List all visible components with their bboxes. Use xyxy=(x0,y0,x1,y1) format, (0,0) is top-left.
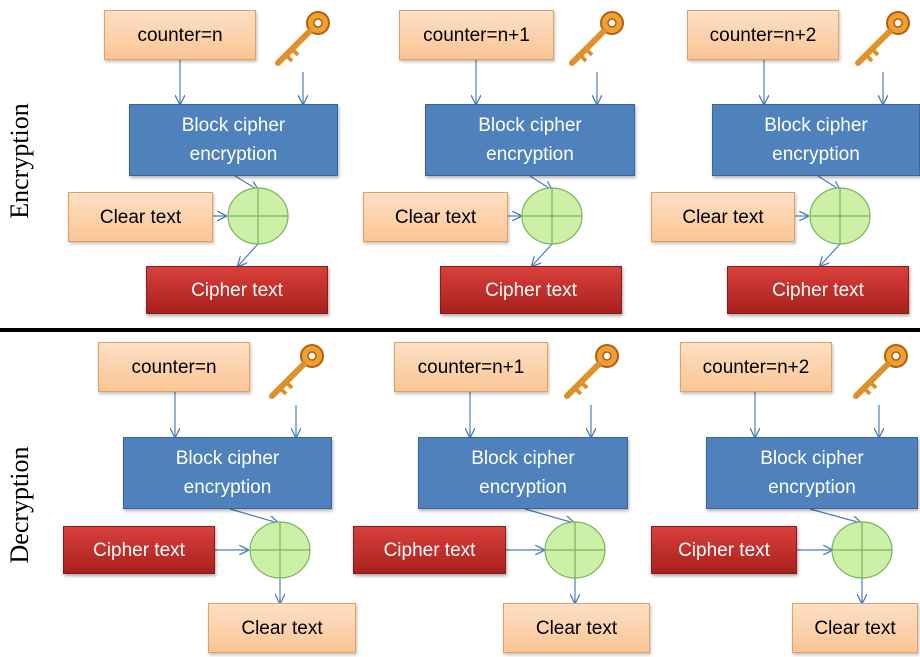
cipher-text-input: Cipher text xyxy=(651,526,797,574)
decryption-arrows xyxy=(175,392,879,603)
block-cipher-line2: encryption xyxy=(479,477,567,498)
cipher-text-output: Cipher text xyxy=(146,266,328,314)
block-cipher-line2: encryption xyxy=(772,144,860,165)
block-cipher-box: Block cipher encryption xyxy=(129,104,338,176)
counter-box: counter=n+1 xyxy=(399,10,554,60)
counter-box: counter=n+2 xyxy=(687,10,839,60)
block-cipher-line2: encryption xyxy=(768,477,856,498)
block-cipher-line1: Block cipher xyxy=(471,448,575,469)
cipher-text-output: Cipher text xyxy=(727,266,909,314)
block-cipher-box: Block cipher encryption xyxy=(418,437,628,509)
xor-icon xyxy=(227,187,289,245)
clear-text-input: Clear text xyxy=(363,192,508,242)
block-cipher-line1: Block cipher xyxy=(764,115,868,136)
cipher-text-input: Cipher text xyxy=(353,526,506,574)
block-cipher-box: Block cipher encryption xyxy=(706,437,918,509)
key-icon xyxy=(564,344,619,399)
counter-box: counter=n xyxy=(98,342,250,392)
key-icon xyxy=(275,11,330,66)
cipher-text-output: Cipher text xyxy=(440,266,622,314)
key-icon xyxy=(853,344,908,399)
block-cipher-line1: Block cipher xyxy=(181,115,286,136)
cipher-text-input: Cipher text xyxy=(63,526,215,574)
block-cipher-line2: encryption xyxy=(183,477,272,498)
clear-text-output: Clear text xyxy=(503,603,650,653)
counter-box: counter=n+2 xyxy=(680,342,832,392)
xor-icon xyxy=(249,521,311,579)
counter-box: counter=n+1 xyxy=(394,342,548,392)
block-cipher-line1: Block cipher xyxy=(478,115,582,136)
block-cipher-box: Block cipher encryption xyxy=(425,104,635,176)
xor-icon xyxy=(809,187,871,245)
xor-icon xyxy=(521,187,583,245)
counter-box: counter=n xyxy=(104,10,256,60)
block-cipher-line1: Block cipher xyxy=(175,448,280,469)
block-cipher-box: Block cipher encryption xyxy=(712,104,920,176)
block-cipher-line2: encryption xyxy=(189,144,278,165)
key-icon xyxy=(855,11,910,66)
clear-text-output: Clear text xyxy=(792,603,918,653)
block-cipher-line2: encryption xyxy=(486,144,574,165)
block-cipher-line1: Block cipher xyxy=(760,448,864,469)
block-cipher-box: Block cipher encryption xyxy=(123,437,332,509)
xor-icon xyxy=(831,521,893,579)
clear-text-input: Clear text xyxy=(68,192,213,242)
key-icon xyxy=(569,11,624,66)
key-icon xyxy=(269,344,324,399)
clear-text-input: Clear text xyxy=(651,192,795,242)
clear-text-output: Clear text xyxy=(208,603,356,653)
xor-icon xyxy=(544,521,606,579)
